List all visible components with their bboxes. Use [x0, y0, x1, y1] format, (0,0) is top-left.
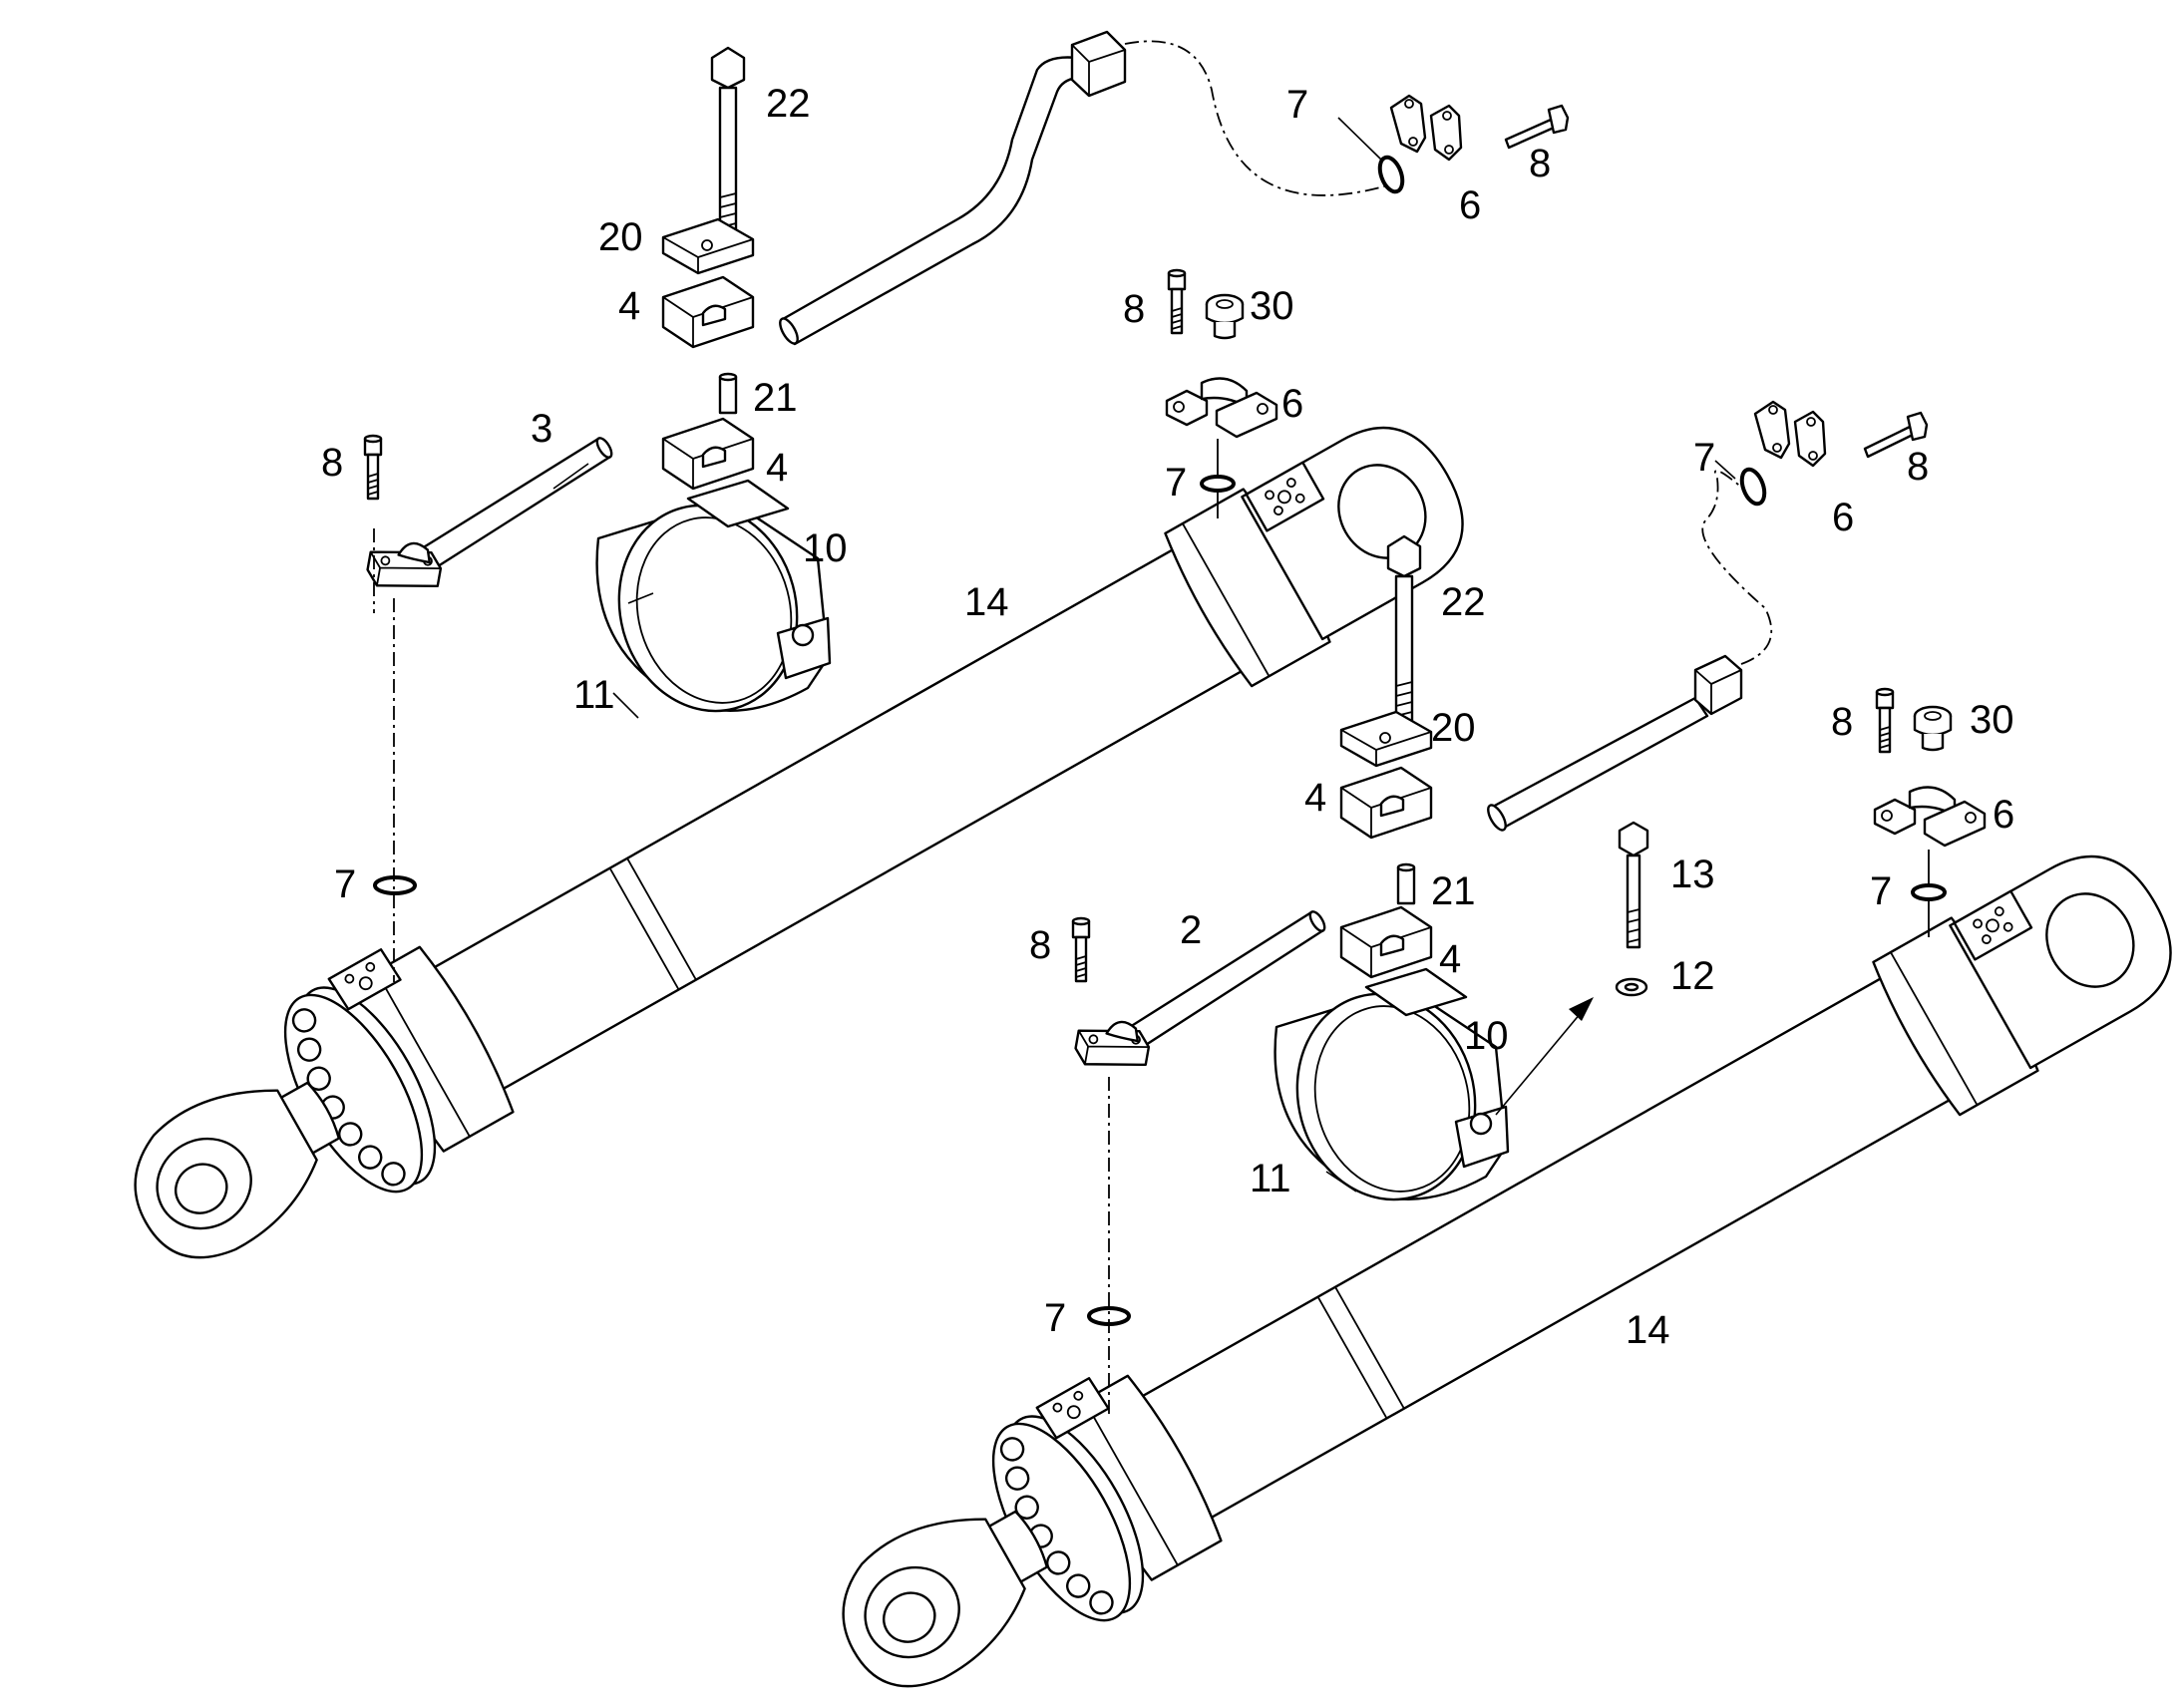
lower-install-arrow — [1495, 997, 1594, 1116]
callout-30: 30 — [1250, 284, 1294, 328]
callout-4: 4 — [1304, 776, 1326, 820]
callout-11: 11 — [1250, 1157, 1291, 1200]
callout-12: 12 — [1670, 954, 1715, 998]
callouts-upper: 22 20 4 21 4 10 11 3 8 7 8 30 6 7 14 7 6… — [321, 82, 1551, 906]
callout-6: 6 — [1993, 793, 2014, 837]
lower-sleeve-21 — [1396, 862, 1416, 905]
callout-3: 3 — [531, 407, 552, 451]
callout-14: 14 — [964, 580, 1009, 624]
lower-clamp-4-top — [1339, 766, 1433, 840]
lower-plate-20 — [1339, 710, 1433, 768]
callout-30: 30 — [1970, 698, 2014, 742]
lower-screw-8-left — [1071, 916, 1091, 983]
callout-14: 14 — [1626, 1308, 1670, 1352]
lower-long-pipe — [1487, 654, 1743, 832]
upper-screw-8-top — [1167, 268, 1187, 335]
lower-plug-30 — [1913, 705, 1953, 752]
callout-7: 7 — [334, 862, 356, 906]
callout-8: 8 — [1529, 142, 1551, 185]
callout-6: 6 — [1459, 183, 1481, 227]
callout-6: 6 — [1281, 382, 1303, 426]
upper-pipe-dashed-link — [1124, 40, 1392, 196]
upper-sleeve-21 — [718, 372, 738, 415]
callout-7: 7 — [1286, 83, 1308, 127]
callout-21: 21 — [753, 376, 798, 420]
callout-6: 6 — [1832, 496, 1854, 539]
upper-pipe-3 — [363, 437, 613, 597]
lower-flange-6 — [1873, 786, 1987, 848]
callouts-lower: 22 20 4 21 4 10 11 2 8 7 8 30 6 7 14 7 6… — [1029, 436, 2014, 1352]
callout-8: 8 — [1907, 445, 1929, 489]
lower-screw-8-far — [1863, 411, 1929, 459]
lower-clamp-4-bottom — [1339, 905, 1433, 979]
upper-screw-8-left — [363, 434, 383, 501]
upper-flange-6-far — [1389, 94, 1463, 162]
upper-clamp-4-bottom — [661, 417, 755, 491]
upper-long-pipe — [779, 30, 1127, 346]
callout-7: 7 — [1165, 461, 1187, 505]
lower-bolt-22 — [1386, 534, 1422, 733]
callout-20: 20 — [598, 215, 643, 259]
lower-screw-8-top — [1875, 687, 1895, 754]
lower-pipe-dashed-link — [1701, 470, 1773, 665]
callout-10: 10 — [803, 526, 848, 570]
callout-20: 20 — [1431, 706, 1476, 750]
callout-8: 8 — [1029, 923, 1051, 967]
lower-bracket-10-11 — [1272, 967, 1510, 1221]
lower-bolt-13 — [1618, 821, 1649, 949]
callout-4: 4 — [766, 446, 788, 490]
upper-plate-20 — [661, 217, 755, 275]
lower-cylinder — [792, 805, 2180, 1708]
callout-2: 2 — [1180, 908, 1202, 952]
callout-13: 13 — [1670, 853, 1715, 896]
upper-clamp-4-top — [661, 275, 755, 349]
upper-bracket-10-11 — [594, 479, 832, 733]
callout-4: 4 — [618, 284, 640, 328]
lower-oring-7-top — [1911, 883, 1947, 901]
upper-flange-6 — [1165, 377, 1278, 439]
callout-7: 7 — [1044, 1296, 1066, 1340]
callout-7: 7 — [1870, 869, 1892, 913]
callout-8: 8 — [1831, 700, 1853, 744]
lower-flange-6-far — [1753, 400, 1827, 468]
upper-screw-8-far — [1504, 104, 1570, 150]
lower-oring-7-left — [1087, 1306, 1131, 1326]
upper-oring-7-left — [373, 875, 417, 895]
leader-lines — [552, 460, 1736, 1193]
callout-21: 21 — [1431, 869, 1476, 913]
lower-pipe-2 — [1071, 910, 1326, 1076]
callout-11: 11 — [573, 673, 615, 717]
callout-10: 10 — [1464, 1014, 1509, 1058]
upper-oring-7-far — [1377, 155, 1405, 194]
callout-8: 8 — [321, 441, 343, 485]
upper-bolt-22 — [710, 46, 746, 244]
callout-8: 8 — [1123, 287, 1145, 331]
upper-plug-30 — [1205, 293, 1245, 340]
callout-7: 7 — [1693, 436, 1715, 480]
callout-22: 22 — [1441, 580, 1486, 624]
upper-left-centerline — [373, 528, 395, 982]
lower-oring-7-far — [1739, 467, 1767, 507]
upper-oring-7-top — [1200, 475, 1236, 493]
lower-washer-12 — [1615, 977, 1648, 997]
callout-22: 22 — [766, 82, 811, 126]
callout-4: 4 — [1439, 937, 1461, 981]
